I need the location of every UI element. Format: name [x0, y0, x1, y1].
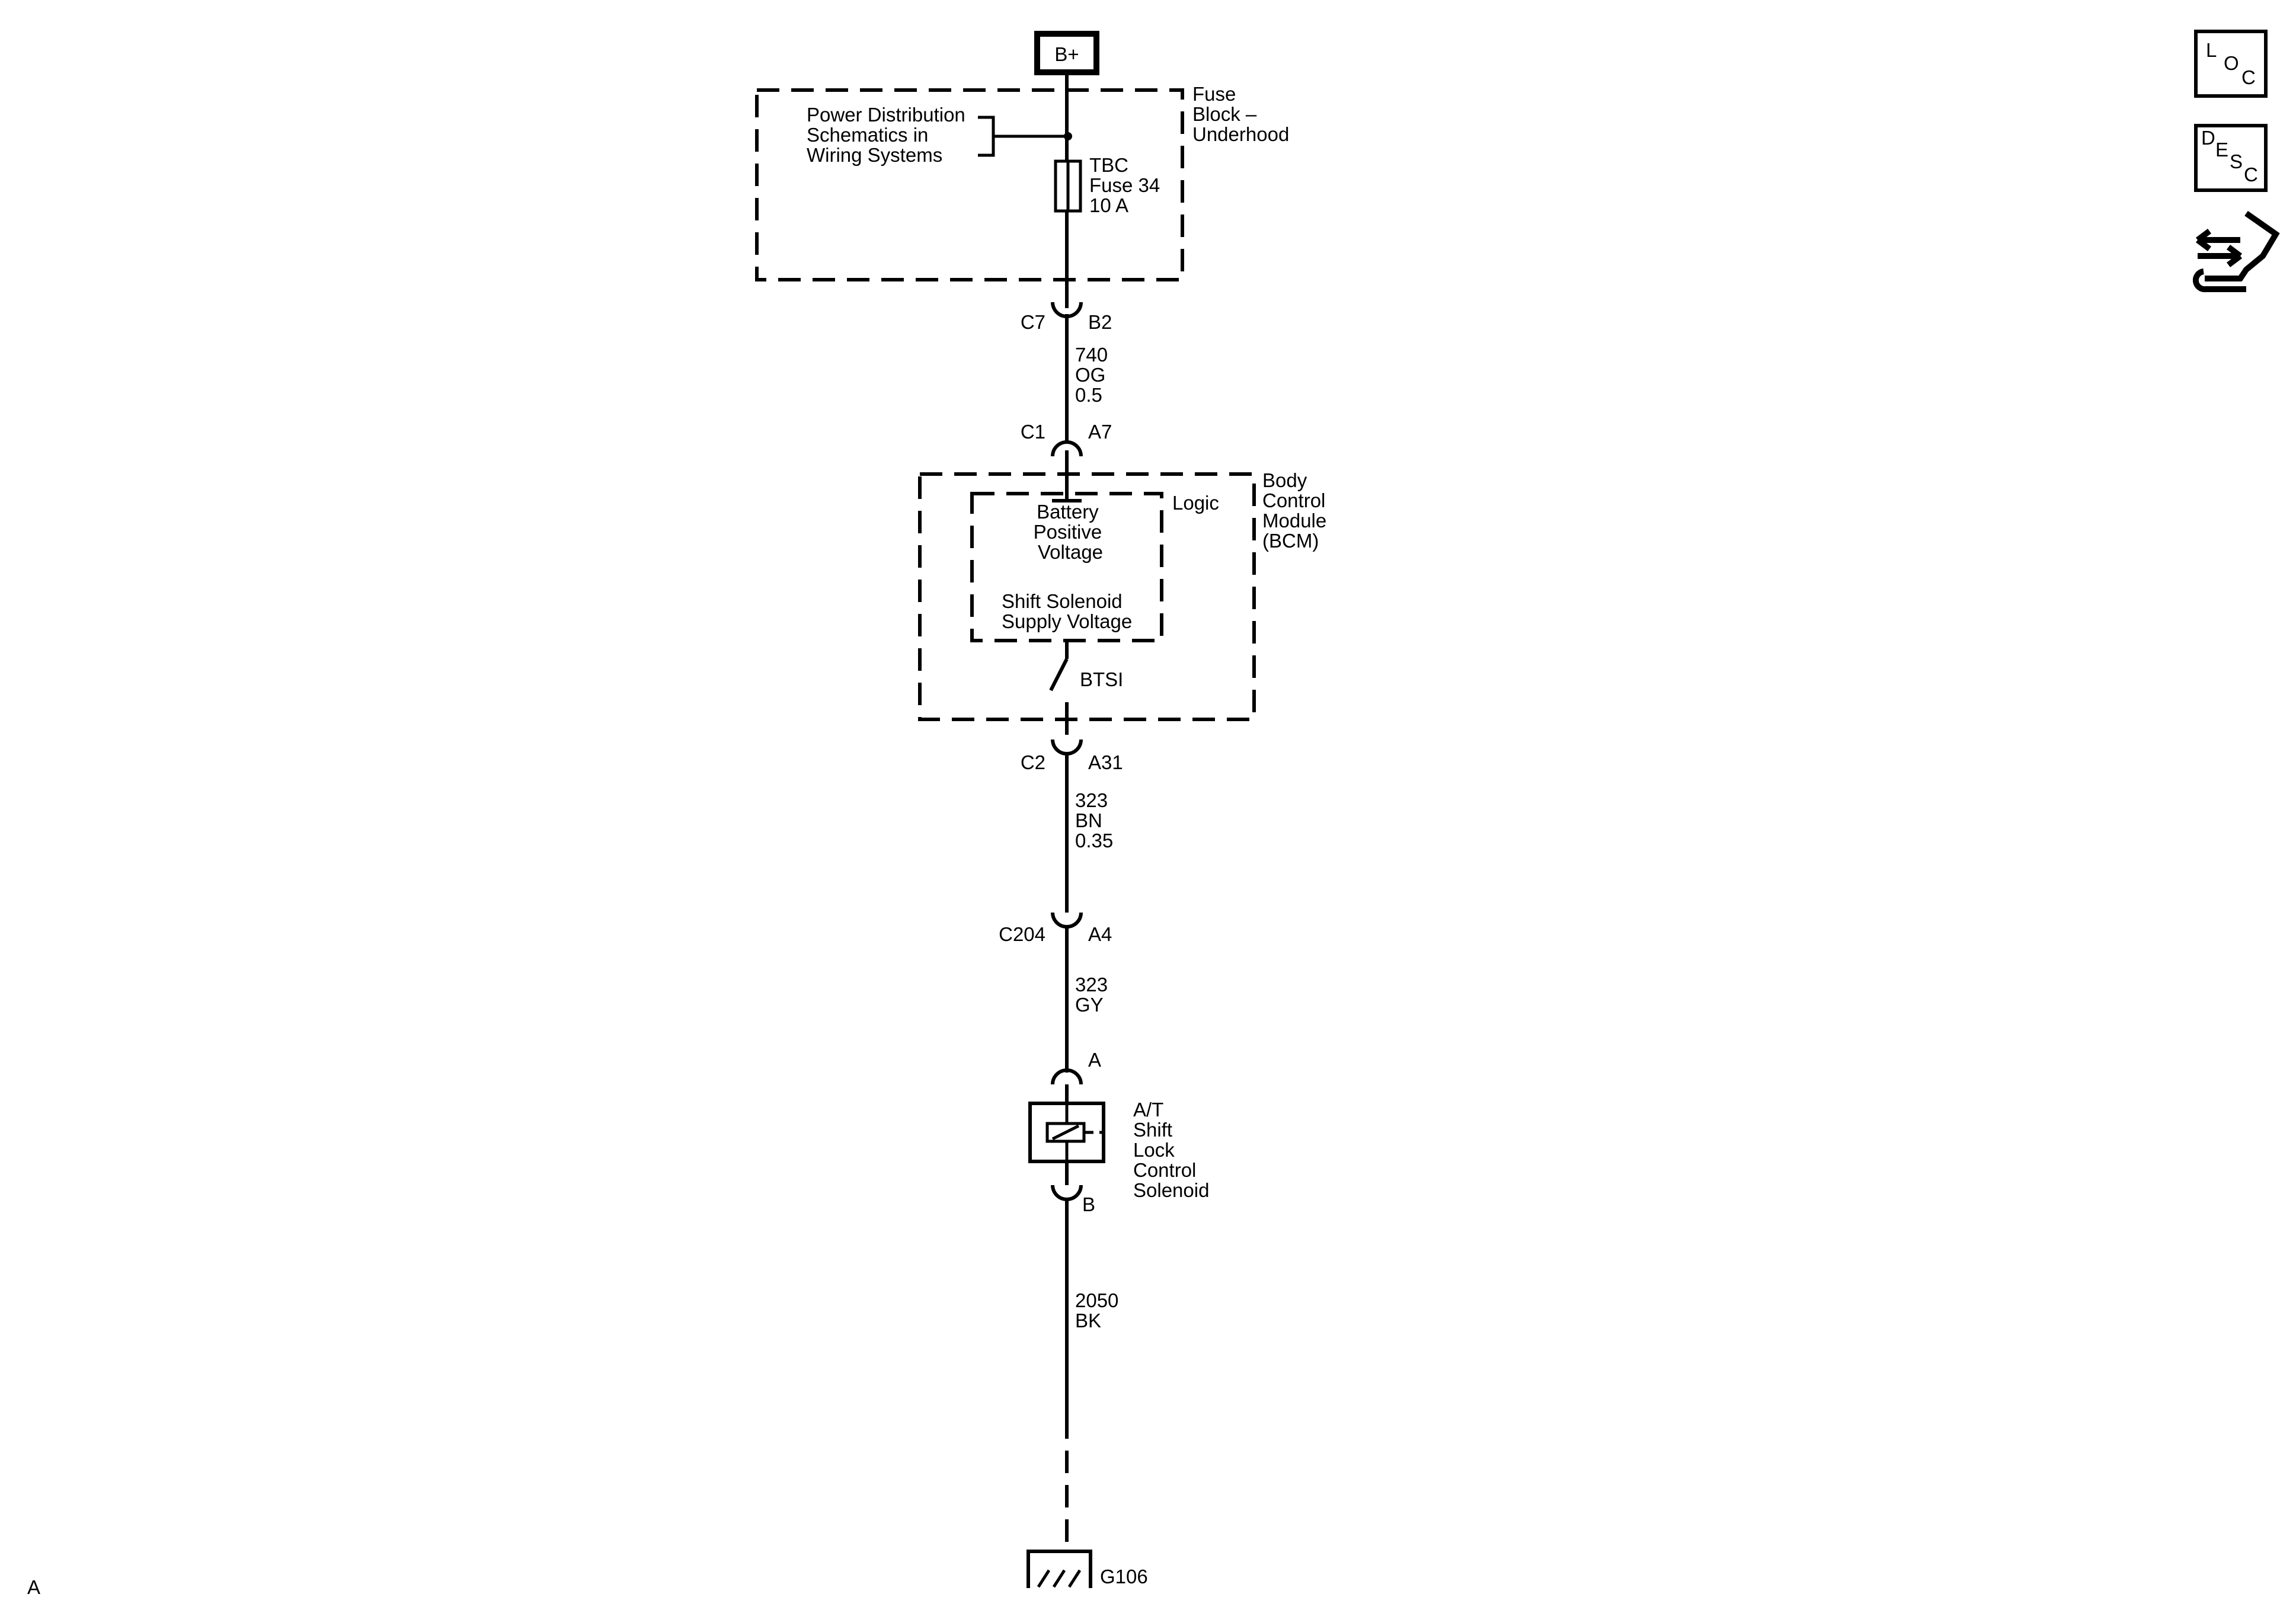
- solenoid-pin-b: B: [1082, 1193, 1095, 1215]
- connector-c2: C2 A31: [1021, 739, 1123, 773]
- reference-bracket: [978, 116, 995, 157]
- fuse-block-title: Fuse Block – Underhood: [1192, 83, 1289, 145]
- fuse-label: TBC Fuse 34 10 A: [1089, 154, 1165, 216]
- svg-text:C: C: [2244, 164, 2258, 185]
- solenoid-title: A/T Shift Lock Control Solenoid: [1133, 1099, 1209, 1201]
- power-distribution-reference: Power Distribution Schematics in Wiring …: [807, 104, 971, 166]
- ground-g106: G106: [1027, 1550, 1148, 1588]
- svg-text:S: S: [2230, 151, 2243, 172]
- wire-2050-label: 2050 BK: [1075, 1289, 1124, 1331]
- connector-c204-name: C204: [999, 923, 1045, 945]
- svg-text:D: D: [2201, 127, 2215, 149]
- logic-label: Logic: [1172, 492, 1219, 514]
- btsi-label: BTSI: [1080, 668, 1123, 690]
- connector-c2-name: C2: [1021, 751, 1045, 773]
- btsi-switch: [1049, 658, 1069, 692]
- battery-positive-source: B+: [1034, 31, 1099, 75]
- svg-text:E: E: [2215, 139, 2228, 161]
- bcm-title: Body Control Module (BCM): [1262, 469, 1332, 552]
- shift-lock-solenoid: A A/T Shift Lock Control Solenoid B: [1028, 1049, 1209, 1215]
- wire-323-gy-label: 323 GY: [1075, 974, 1113, 1016]
- page-marker: A: [27, 1576, 40, 1598]
- svg-text:L: L: [2206, 39, 2217, 61]
- solenoid-pin-a: A: [1088, 1049, 1101, 1071]
- svg-text:C: C: [2241, 66, 2256, 88]
- battery-positive-label: B+: [1054, 43, 1079, 65]
- ground-label: G106: [1100, 1566, 1148, 1587]
- connector-c2-pin: A31: [1088, 751, 1123, 773]
- body-control-module: Body Control Module (BCM) Logic Battery …: [918, 469, 1332, 721]
- wire-740-label: 740 OG 0.5: [1075, 344, 1113, 406]
- shift-solenoid-supply-label: Shift Solenoid Supply Voltage: [1002, 590, 1132, 632]
- wire-323-bn-label: 323 BN 0.35: [1075, 789, 1113, 852]
- connector-c204: C204 A4: [999, 912, 1112, 945]
- loc-icon[interactable]: L O C: [2194, 30, 2268, 98]
- fuse-block-outline: [755, 88, 1184, 281]
- connector-c1-name: C1: [1021, 421, 1045, 443]
- ground-symbol: [1027, 1550, 1092, 1588]
- fuse-block-underhood: Fuse Block – Underhood Power Distributio…: [755, 83, 1289, 281]
- wrench-arrows-icon[interactable]: [2192, 210, 2280, 293]
- connector-c7-pin: B2: [1088, 311, 1112, 333]
- connector-c1: C1 A7: [1021, 421, 1112, 457]
- bcm-outline: [918, 472, 1256, 721]
- battery-positive-voltage-label: Battery Positive Voltage: [1034, 501, 1108, 563]
- svg-text:O: O: [2224, 52, 2239, 74]
- connector-c7-name: C7: [1021, 311, 1045, 333]
- connector-c204-pin: A4: [1088, 923, 1112, 945]
- desc-icon[interactable]: D E S C: [2194, 124, 2268, 192]
- connector-c1-pin: A7: [1088, 421, 1112, 443]
